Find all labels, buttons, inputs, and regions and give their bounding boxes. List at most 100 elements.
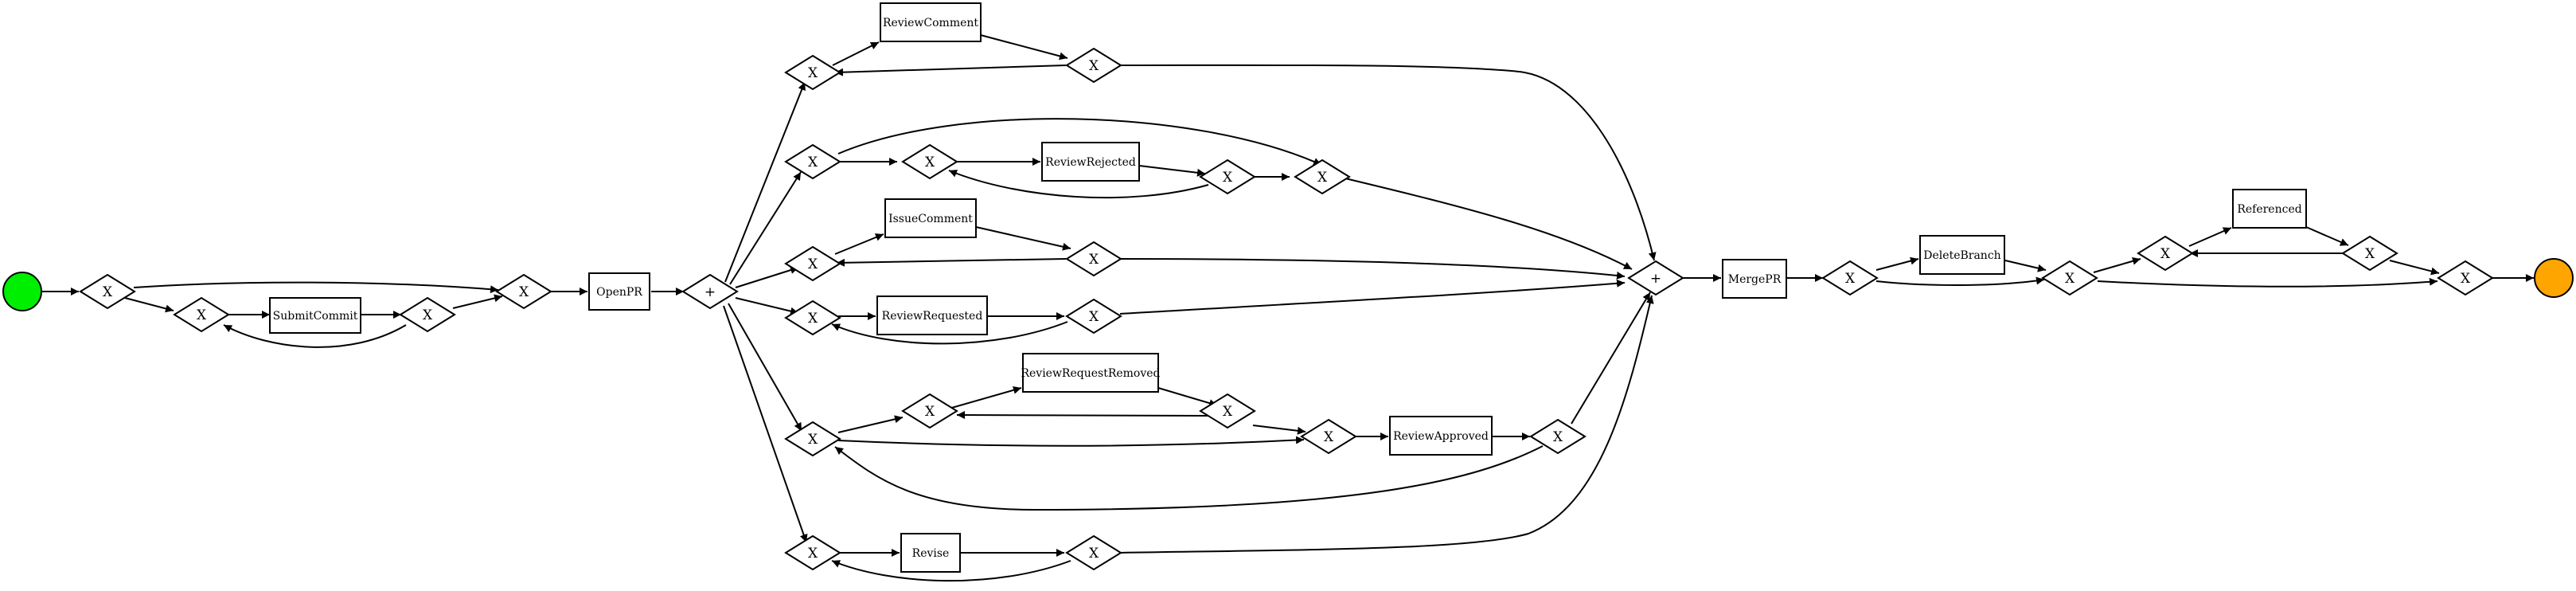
edge <box>831 321 1068 345</box>
svg-text:X: X <box>1324 429 1334 445</box>
edge <box>1119 258 1626 280</box>
edge <box>1157 387 1218 407</box>
edge <box>948 170 1209 199</box>
gateway-xor: X <box>399 296 456 333</box>
gateway-xor: X <box>784 143 841 180</box>
svg-text:X: X <box>423 307 433 323</box>
task-merge-pr: MergePR <box>1722 259 1787 299</box>
gateway-xor: X <box>1065 534 1122 571</box>
svg-text:X: X <box>1089 546 1099 562</box>
edge <box>837 415 904 433</box>
end-event <box>2534 258 2574 298</box>
gateway-xor: X <box>1199 159 1256 195</box>
edge <box>832 41 880 66</box>
svg-text:X: X <box>808 256 818 272</box>
svg-text:X: X <box>2461 271 2471 287</box>
svg-text:X: X <box>1089 252 1099 268</box>
svg-text:SubmitCommit: SubmitCommit <box>273 310 358 323</box>
svg-text:ReviewApproved: ReviewApproved <box>1393 430 1489 443</box>
gateway-xor: X <box>2041 260 2098 296</box>
svg-text:X: X <box>197 307 207 323</box>
edge <box>223 324 407 348</box>
edge <box>837 436 1305 447</box>
edge <box>975 226 1071 251</box>
svg-text:+: + <box>1650 271 1661 287</box>
edge <box>837 118 1322 166</box>
edge <box>1345 178 1633 270</box>
gateway-xor: X <box>1065 241 1122 277</box>
task-delete-branch: DeleteBranch <box>1919 235 2005 275</box>
edge <box>735 266 799 288</box>
gateway-xor: X <box>1065 298 1122 335</box>
svg-text:X: X <box>1845 271 1856 287</box>
edge <box>124 297 174 313</box>
gateway-and: + <box>1627 260 1684 296</box>
svg-text:X: X <box>1223 404 1233 420</box>
gateway-xor: X <box>1529 418 1587 455</box>
gateway-xor: X <box>1821 260 1879 296</box>
svg-text:X: X <box>2160 246 2171 262</box>
edge <box>724 81 806 283</box>
svg-text:X: X <box>808 155 818 170</box>
edge <box>1875 256 1919 271</box>
edge <box>834 65 1067 76</box>
svg-text:X: X <box>808 432 818 448</box>
svg-text:X: X <box>1317 170 1328 186</box>
edge <box>133 281 499 294</box>
edge <box>956 411 1218 420</box>
svg-text:X: X <box>519 284 529 300</box>
svg-text:X: X <box>1089 58 1099 74</box>
edge <box>2097 277 2438 288</box>
gateway-xor: X <box>784 245 841 282</box>
gateway-and: + <box>681 273 739 310</box>
svg-text:X: X <box>103 284 113 300</box>
edge <box>834 445 1544 511</box>
edge <box>1119 279 1626 315</box>
edge <box>2305 226 2349 246</box>
svg-text:X: X <box>808 65 818 81</box>
svg-text:+: + <box>704 284 716 300</box>
edge <box>1571 292 1651 425</box>
task-review-requested: ReviewRequested <box>876 296 988 335</box>
edge <box>1119 64 1657 261</box>
edge <box>1875 276 2045 287</box>
svg-text:X: X <box>1089 309 1099 325</box>
gateway-xor: X <box>495 273 552 310</box>
edge <box>2188 227 2232 247</box>
task-referenced: Referenced <box>2232 189 2307 229</box>
gateway-xor: X <box>901 143 958 180</box>
task-open-pr: OpenPR <box>588 272 650 311</box>
svg-text:ReviewRejected: ReviewRejected <box>1045 156 1136 169</box>
svg-text:X: X <box>808 311 818 327</box>
task-review-approved: ReviewApproved <box>1389 416 1493 456</box>
edge <box>1119 295 1654 554</box>
gateway-xor: X <box>2437 260 2494 296</box>
edge <box>948 386 1022 409</box>
svg-text:Revise: Revise <box>912 547 950 560</box>
svg-text:ReviewRequested: ReviewRequested <box>882 310 983 323</box>
task-issue-comment: IssueComment <box>884 198 977 238</box>
gateway-xor: X <box>79 273 136 310</box>
edge <box>1252 425 1306 435</box>
svg-text:ReviewComment: ReviewComment <box>883 17 978 29</box>
edge <box>735 297 799 315</box>
svg-text:X: X <box>2365 246 2375 262</box>
edges <box>42 33 2534 582</box>
gateway-xor: X <box>1294 159 1351 195</box>
gateway-xor: X <box>784 534 841 571</box>
gateway-xor: X <box>2137 235 2194 272</box>
svg-text:DeleteBranch: DeleteBranch <box>1923 249 2000 262</box>
gateway-xor: X <box>901 393 958 429</box>
svg-text:IssueComment: IssueComment <box>888 213 973 225</box>
svg-text:X: X <box>925 404 935 420</box>
gateway-xor: X <box>1199 393 1256 429</box>
edge <box>1138 165 1206 177</box>
svg-text:OpenPR: OpenPR <box>596 286 642 299</box>
svg-text:Referenced: Referenced <box>2237 203 2301 216</box>
edge <box>723 305 808 543</box>
gateway-xor: X <box>1065 47 1122 84</box>
gateway-xor: X <box>173 296 230 333</box>
edge <box>836 258 1067 267</box>
edge <box>2004 260 2047 272</box>
